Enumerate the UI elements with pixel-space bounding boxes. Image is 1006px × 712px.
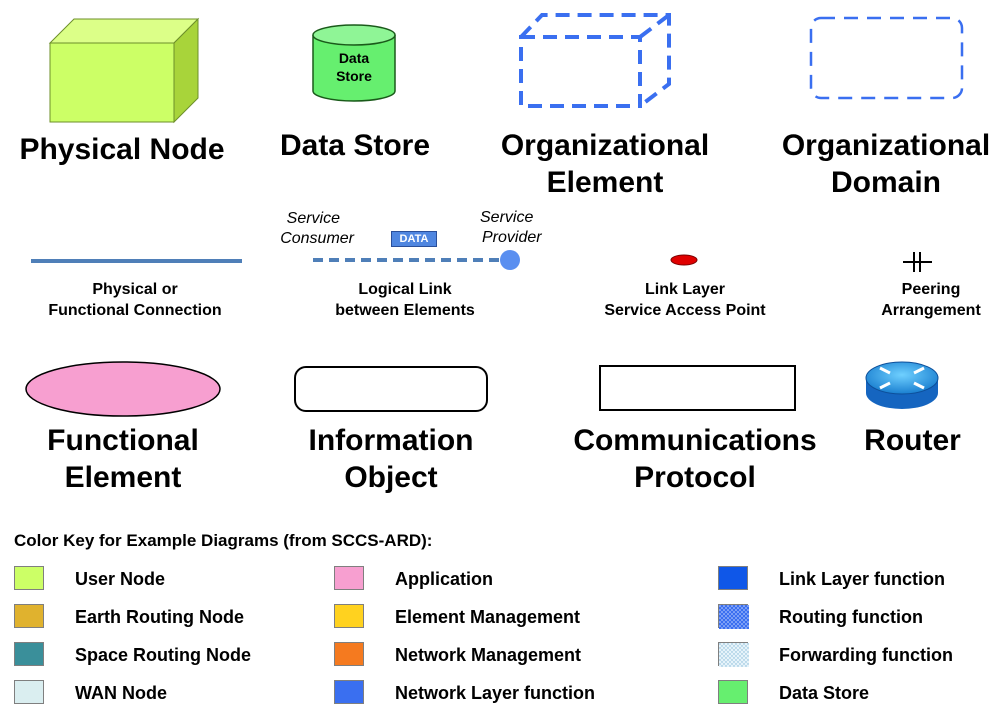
color-swatch <box>334 680 364 704</box>
color-key-label: Element Management <box>395 607 581 627</box>
communications-protocol-label-line2: Protocol <box>634 461 756 494</box>
router-label: Router <box>864 424 961 457</box>
color-swatch <box>14 642 44 666</box>
color-key-label: Network Management <box>395 645 582 665</box>
physical-node-label: Physical Node <box>19 133 225 166</box>
color-key-label: Network Layer function <box>395 683 596 703</box>
color-swatch <box>334 642 364 666</box>
color-key-title: Color Key for Example Diagrams (from SCC… <box>14 531 433 550</box>
information-object-label: Information Object <box>308 424 474 494</box>
logical-link-label: Logical Link between Elements <box>335 281 475 319</box>
data-store-icon-label: Data Store <box>336 50 372 84</box>
color-swatch <box>718 680 748 704</box>
color-key-label: WAN Node <box>75 683 167 703</box>
color-key-label: Earth Routing Node <box>75 607 244 627</box>
color-swatch <box>14 604 44 628</box>
color-key-label: Space Routing Node <box>75 645 252 665</box>
service-provider-label: Service Provider <box>480 209 542 246</box>
color-key-label: Forwarding function <box>779 645 953 665</box>
color-swatch <box>718 566 748 590</box>
color-key-label: Application <box>395 569 493 589</box>
service-consumer-label: Service Consumer <box>280 210 354 247</box>
color-key-label: Data Store <box>779 683 870 703</box>
color-key-label: Link Layer function <box>779 569 946 589</box>
link-layer-sap-label: Link Layer Service Access Point <box>604 281 766 319</box>
color-swatch <box>718 642 749 667</box>
physical-connection-label: Physical or Functional Connection <box>48 281 222 319</box>
organizational-element-label: Organizational Element <box>500 129 710 199</box>
color-swatch <box>718 604 749 629</box>
color-key-label: User Node <box>75 569 166 589</box>
color-swatch <box>14 680 44 704</box>
data-tag: DATA <box>391 231 437 247</box>
color-key-label: Routing function <box>779 607 923 627</box>
peering-arrangement-label: Peering Arrangement <box>881 281 981 319</box>
communications-protocol-label: Communications <box>573 424 817 457</box>
color-swatch <box>334 604 364 628</box>
functional-element-label: Functional Element <box>47 424 199 494</box>
data-store-label: Data Store <box>279 129 431 162</box>
color-swatch <box>334 566 364 590</box>
organizational-domain-label: Organizational Domain <box>781 129 991 199</box>
color-swatch <box>14 566 44 590</box>
data-tag-text: DATA <box>399 233 429 245</box>
